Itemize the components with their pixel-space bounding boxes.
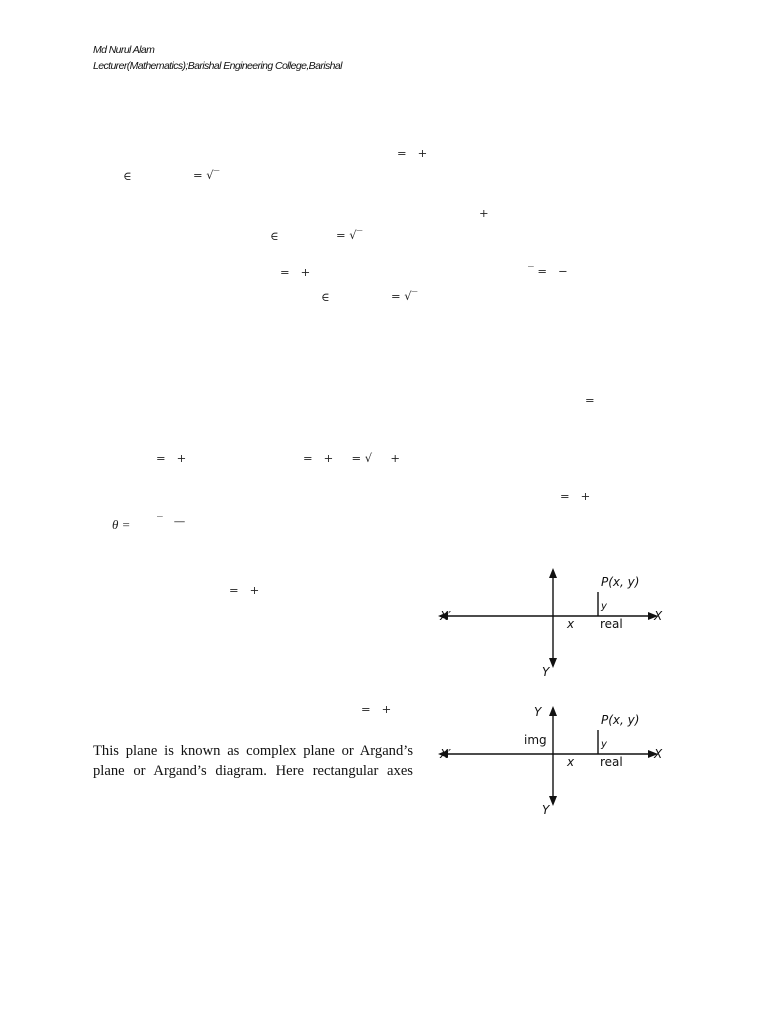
- equation-fragment: = +: [361, 702, 392, 716]
- equation-fragment: = +: [397, 146, 428, 160]
- y-tick-label: y: [601, 739, 607, 750]
- x-axis-negative-label: X′: [440, 609, 451, 623]
- equation-fragment: = +: [280, 265, 311, 279]
- real-axis-label: real: [600, 755, 623, 769]
- equation-fragment: ∈: [270, 229, 279, 243]
- x-tick-label: x: [567, 617, 575, 631]
- axes-drawing: [438, 568, 658, 668]
- equation-fragment: ∈: [321, 290, 330, 304]
- equation-fragment: =: [585, 393, 595, 407]
- point-label: P(x, y): [601, 713, 640, 727]
- argand-plane-paragraph: This plane is known as complex plane or …: [93, 741, 413, 781]
- equation-fragment: ∈: [123, 169, 132, 183]
- equation-fragment: = +: [229, 583, 260, 597]
- x-axis-negative-label: X′: [440, 747, 451, 761]
- equation-fragment: ‾ —: [157, 514, 186, 528]
- y-tick-label: y: [601, 601, 607, 612]
- author-affiliation: Lecturer(Mathematics);Barishal Engineeri…: [93, 60, 342, 72]
- x-tick-label: x: [567, 755, 575, 769]
- point-label: P(x, y): [601, 575, 640, 589]
- equation-fragment: = + = √ +: [303, 451, 401, 465]
- y-axis-negative-label: Y: [542, 803, 550, 817]
- equation-fragment: = +: [156, 451, 187, 465]
- equation-fragment: = √‾: [391, 289, 418, 303]
- paragraph-line: This plane is known as complex plane or …: [93, 743, 413, 759]
- x-axis-positive-label: X: [654, 609, 663, 623]
- author-name: Md Nurul Alam: [93, 44, 155, 56]
- complex-plane-diagram-2: Y P(x, y) img X′ X y x real Y: [430, 702, 670, 822]
- axes-drawing: [438, 706, 658, 806]
- equation-fragment: ‾ = −: [528, 264, 568, 278]
- imaginary-axis-label: img: [524, 733, 547, 747]
- real-axis-label: real: [600, 617, 623, 631]
- equation-fragment: +: [479, 206, 489, 220]
- complex-plane-diagram-1: P(x, y) X′ X y x real Y: [430, 564, 670, 684]
- y-axis-positive-label: Y: [534, 705, 542, 719]
- paragraph-line: plane or Argand’s diagram. Here rectangu…: [93, 763, 413, 779]
- y-axis-negative-label: Y: [542, 665, 550, 679]
- equation-fragment: = √‾: [336, 228, 363, 242]
- x-axis-positive-label: X: [654, 747, 663, 761]
- equation-fragment: = +: [560, 489, 591, 503]
- theta-equation: θ =: [112, 517, 131, 532]
- equation-fragment: = √‾: [193, 168, 220, 182]
